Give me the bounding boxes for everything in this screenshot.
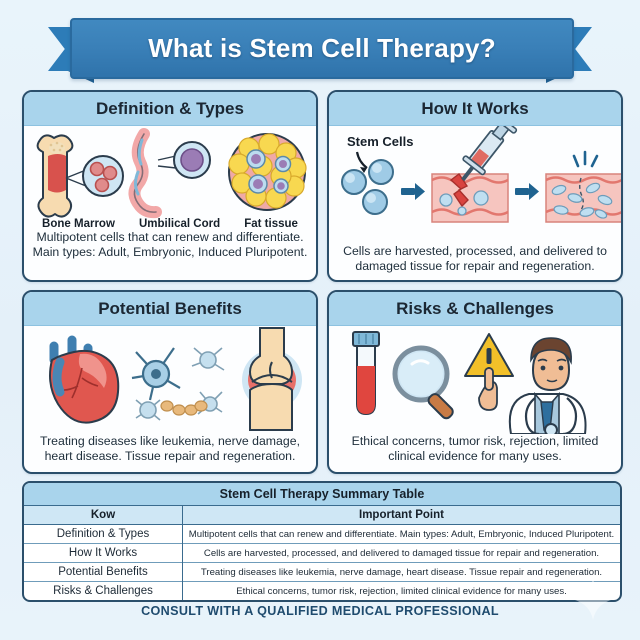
card-caption: Ethical concerns, tumor risk, rejection,… [351,434,599,463]
table-title: Stem Cell Therapy Summary Table [24,483,620,506]
card-risks-challenges: Risks & Challenges [327,290,623,474]
testtube-magnifier-doctor-illustration [352,331,587,434]
stem-cell-cluster-icon [341,159,394,215]
card-title: How It Works [421,98,529,118]
row-point: Multipotent cells that can renew and dif… [182,524,620,544]
doctor-icon [478,337,587,434]
card-caption: Cells are harvested, processed, and deli… [343,244,607,273]
row-point: Treating diseases like leukemia, nerve d… [182,562,620,582]
card-title: Risks & Challenges [396,298,554,318]
card-body: Multipotent cells that can renew and dif… [24,230,316,260]
table-row: Risks & Challenges Ethical concerns, tum… [24,581,620,600]
card-caption: Multipotent cells that can renew and dif… [32,230,308,259]
harvest-inject-regenerate-illustration: Stem Cells [341,126,621,223]
table-row: Definition & Types Multipotent cells tha… [24,524,620,544]
bone-marrow-cord-fat-illustration [36,128,307,219]
fat-tissue-icon [228,133,307,211]
card-body: Treating diseases like leukemia, nerve d… [24,434,316,464]
summary-table: Stem Cell Therapy Summary Table Kow Impo… [24,483,620,600]
arrow-right-icon-1 [401,183,425,200]
label-umbilical-cord: Umbilical Cord [138,218,221,230]
page-title: What is Stem Cell Therapy? [148,33,496,63]
row-key: Potential Benefits [24,562,183,582]
column-header-key: Kow [24,505,183,525]
card-definition-types: Definition & Types [22,90,318,282]
row-point: Cells are harvested, processed, and deli… [182,543,620,563]
marrow-cell-magnifier-icon [82,155,124,197]
illustration-labels: Bone Marrow Umbilical Cord Fat tissue [24,218,316,230]
neuron-icon [131,347,225,421]
title-banner: What is Stem Cell Therapy? [0,18,640,83]
row-key: Definition & Types [24,524,183,544]
card-illustration-potential-benefits [24,326,316,434]
table-row: How It Works Cells are harvested, proces… [24,543,620,563]
cord-stem-cell-icon [173,141,211,179]
bone-marrow-icon [36,134,74,218]
card-illustration-how-it-works: Stem Cells [329,126,621,244]
syringe-icon [461,126,518,182]
banner-plate: What is Stem Cell Therapy? [70,18,574,79]
table-title-row: Stem Cell Therapy Summary Table [24,483,620,506]
table-row: Potential Benefits Treating diseases lik… [24,562,620,582]
card-body: Ethical concerns, tumor risk, rejection,… [329,434,621,464]
table-header-row: Kow Important Point [24,505,620,525]
summary-table-container: Stem Cell Therapy Summary Table Kow Impo… [22,481,622,602]
damaged-tissue-icon [431,172,509,223]
label-fat-tissue: Fat tissue [244,218,298,230]
row-key: Risks & Challenges [24,581,183,600]
card-header: Definition & Types [24,92,316,126]
card-illustration-risks-challenges [329,326,621,434]
card-how-it-works: How It Works Stem Cells [327,90,623,282]
healed-tissue-icon [545,150,621,223]
card-body: Cells are harvested, processed, and deli… [329,244,621,274]
umbilical-cord-icon [128,128,162,219]
arrow-right-icon-2 [515,183,539,200]
footer-disclaimer: CONSULT WITH A QUALIFIED MEDICAL PROFESS… [141,604,499,618]
blood-test-tube-icon [352,331,380,416]
card-header: Risks & Challenges [329,292,621,326]
row-point: Ethical concerns, tumor risk, rejection,… [182,581,620,600]
card-title: Definition & Types [96,98,244,118]
card-caption: Treating diseases like leukemia, nerve d… [40,434,300,463]
heart-icon [49,335,120,424]
column-header-point: Important Point [182,505,620,525]
card-title: Potential Benefits [98,298,242,318]
card-potential-benefits: Potential Benefits [22,290,318,474]
stem-cells-annotation: Stem Cells [347,134,413,149]
card-illustration-definition-types [24,126,316,222]
magnifier-icon [392,345,454,420]
sparkle-watermark-icon [572,578,614,620]
card-header: How It Works [329,92,621,126]
heart-neuron-joint-illustration [49,327,302,431]
row-key: How It Works [24,543,183,563]
knee-joint-icon [242,327,302,431]
label-bone-marrow: Bone Marrow [42,218,115,230]
card-header: Potential Benefits [24,292,316,326]
